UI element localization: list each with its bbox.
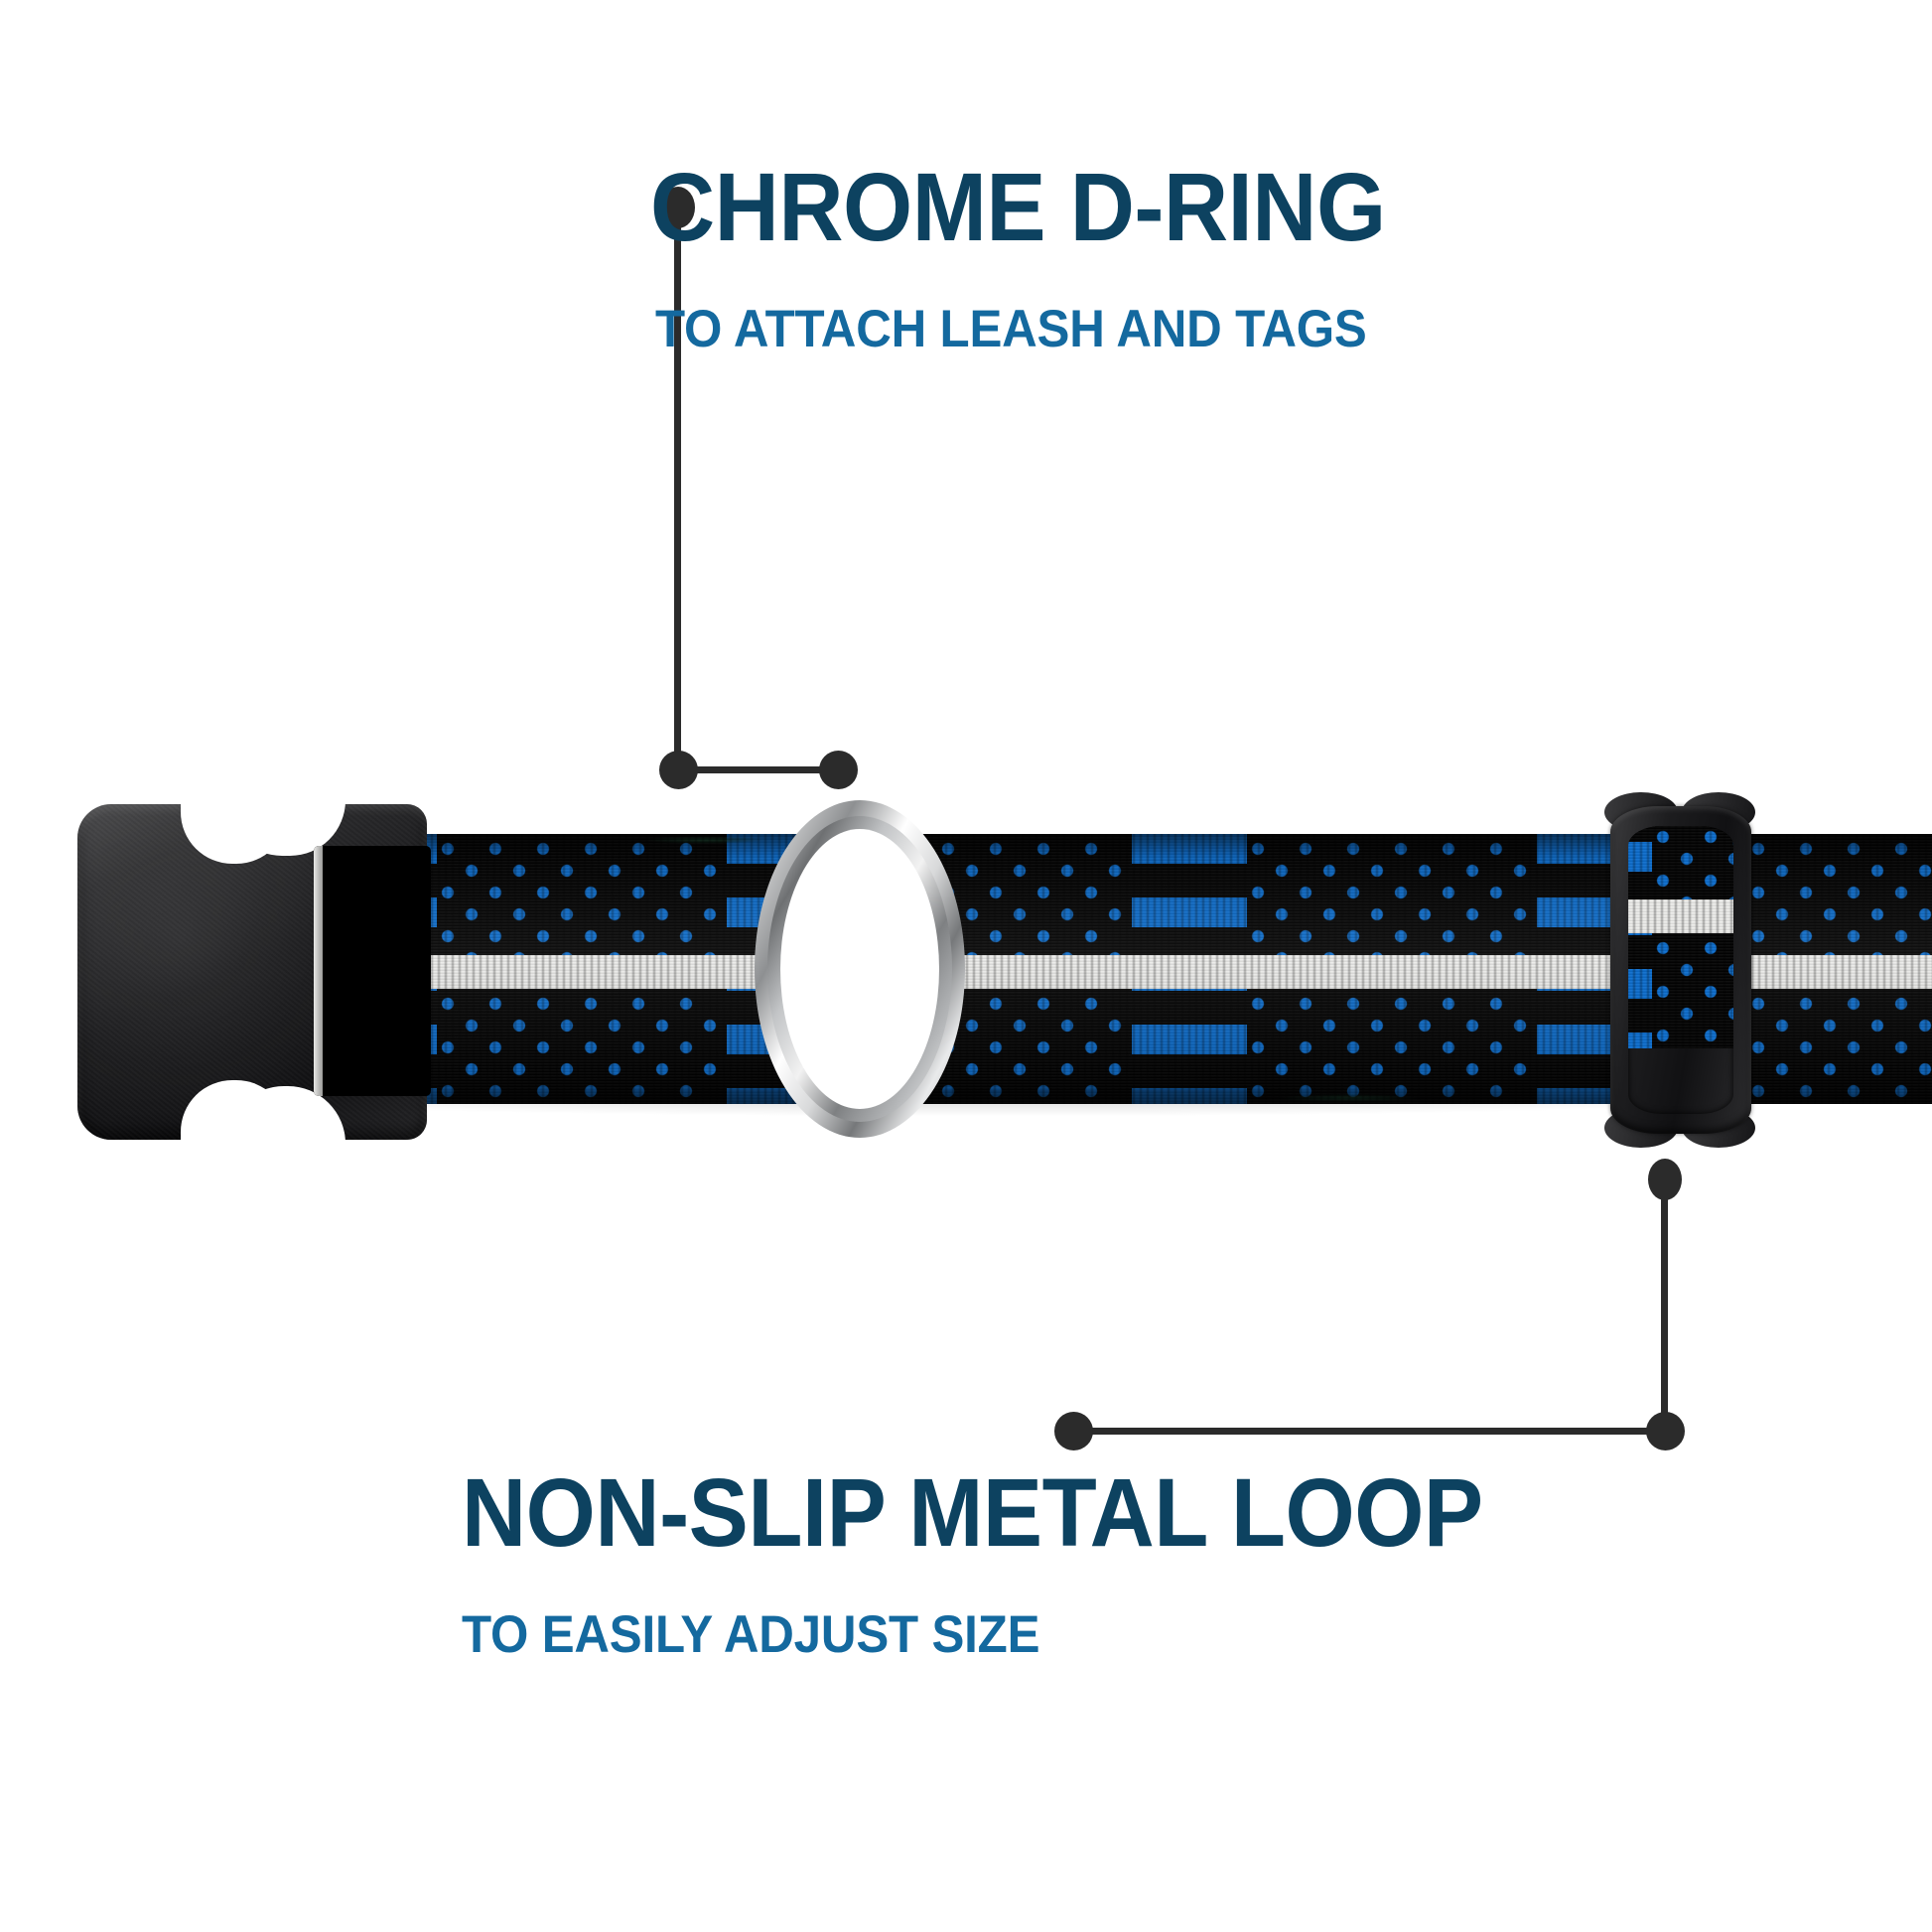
loop-window <box>1628 826 1733 1114</box>
flag-star-field <box>1652 933 1733 1048</box>
leader-dot-icon <box>1054 1412 1093 1450</box>
callout-title-non-slip-metal-loop: NON-SLIP METAL LOOP <box>462 1458 1483 1567</box>
side-release-buckle <box>77 800 431 1144</box>
flag-star-field <box>1652 826 1733 899</box>
buckle-webbing-slot <box>314 846 431 1096</box>
callout-title-chrome-d-ring: CHROME D-RING <box>650 153 1386 261</box>
webbing-through-loop <box>1628 826 1733 1048</box>
callout-subtitle-non-slip-metal-loop: TO EASILY ADJUST SIZE <box>462 1605 1040 1664</box>
flag-star-field <box>1247 989 1537 1104</box>
metal-tri-glide-loop <box>1604 792 1755 1148</box>
flag-star-field <box>437 834 727 955</box>
leader-line-horizontal <box>685 766 844 773</box>
chrome-d-ring <box>755 800 965 1138</box>
callout-subtitle-chrome-d-ring: TO ATTACH LEASH AND TAGS <box>655 300 1367 358</box>
leader-line-horizontal <box>1090 1428 1661 1435</box>
leader-line-vertical <box>1661 1191 1668 1435</box>
leader-dot-icon <box>819 751 858 789</box>
leader-line-vertical <box>674 220 681 772</box>
flag-star-field <box>437 989 727 1104</box>
flag-star-field <box>1247 834 1537 955</box>
thin-white-line-stripe <box>1628 899 1733 933</box>
d-ring-inner-loop <box>767 816 952 1122</box>
buckle-slot-highlight <box>314 846 323 1096</box>
